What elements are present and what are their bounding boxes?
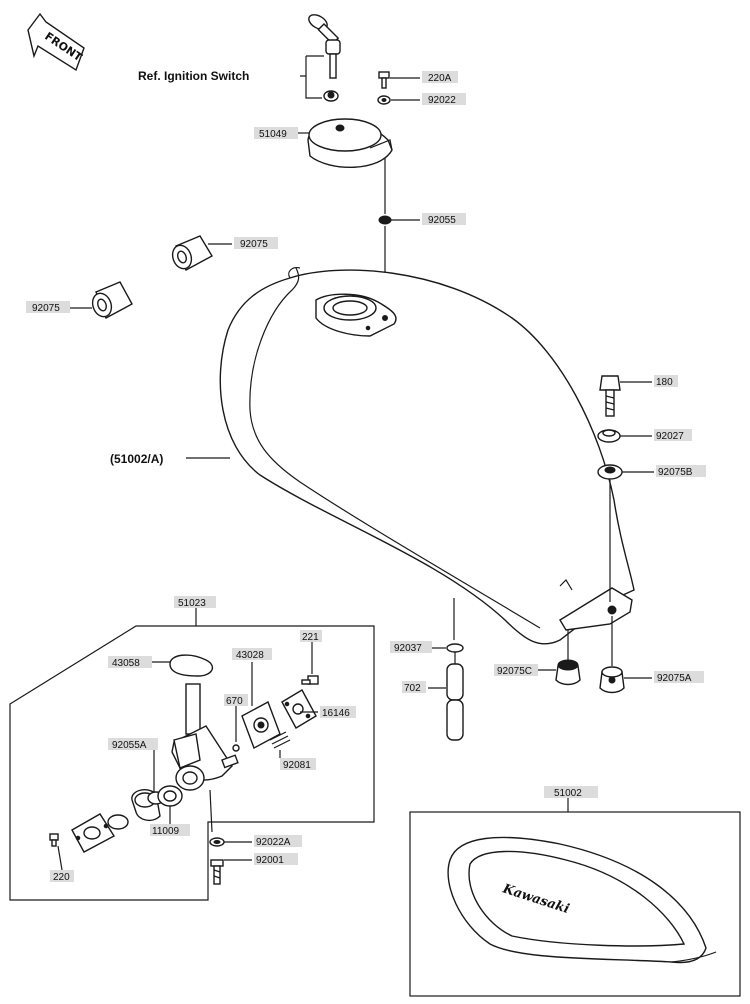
part-220: 220 [53,872,70,883]
flange-plate-icon [71,813,115,853]
part-92075-upper: 92075 [240,239,268,250]
part-92027: 92027 [656,431,684,442]
part-51049: 51049 [259,129,287,140]
damper-92075a-icon [599,666,625,694]
part-702: 702 [404,683,421,694]
part-670: 670 [226,696,243,707]
part-43058: 43058 [112,658,140,669]
damper-92075c-icon [555,659,581,686]
part-92075c: 92075C [497,666,532,677]
part-92081: 92081 [283,760,311,771]
damper-92075b-icon [597,464,623,480]
part-43028: 43028 [236,650,264,661]
part-11009: 11009 [152,826,180,837]
tank-emblem-icon: Kawasaki [447,836,717,964]
part-180: 180 [656,377,673,388]
front-arrow-icon: FRONT [27,12,85,72]
part-92037: 92037 [394,643,422,654]
part-16146: 16146 [322,708,350,719]
bolt-220a-icon [378,71,390,89]
clip-92037-icon [446,643,464,653]
ignition-key-icon [308,14,341,102]
fuel-cap-51049-icon [307,118,393,169]
part-92055a: 92055A [112,740,147,751]
part-92075a: 92075A [657,673,692,684]
part-92022: 92022 [428,95,456,106]
part-92075b: 92075B [658,467,693,478]
damper-92075-upper-icon [171,235,213,271]
lever-43028-icon [241,701,281,749]
part-92022a: 92022A [256,837,291,848]
collar-92027-icon [597,429,621,443]
part-92075-left: 92075 [32,303,60,314]
fuel-cock-body-icon [171,683,239,833]
damper-92075-left-icon [91,281,133,319]
part-51002: 51002 [554,788,582,799]
gasket-43058-icon [169,654,214,677]
screw-220-icon [49,833,59,847]
plate-16146-icon [281,689,317,729]
part-221: 221 [302,632,319,643]
spring-92081-icon [269,731,291,749]
bowl-11009-icon [157,785,183,807]
part-92001: 92001 [256,855,284,866]
washer-92022-icon [377,95,391,105]
gasket-92055-icon [378,215,392,225]
part-220a: 220A [428,73,452,84]
bolt-180-icon [599,375,621,417]
oring-icon [107,814,129,830]
hose-702-icon [446,663,464,741]
part-51023: 51023 [178,598,206,609]
ref-ignition-switch-label: Ref. Ignition Switch [138,69,249,83]
washer-92022a-icon [209,837,225,847]
screw-221-icon [301,675,319,685]
part-92055: 92055 [428,215,456,226]
bolt-92001-icon [210,859,224,885]
tank-reference-label: (51002/A) [110,452,163,466]
emblem-frame [409,811,741,997]
fuel-tank-icon [219,267,635,645]
oring-670-icon [232,744,240,752]
